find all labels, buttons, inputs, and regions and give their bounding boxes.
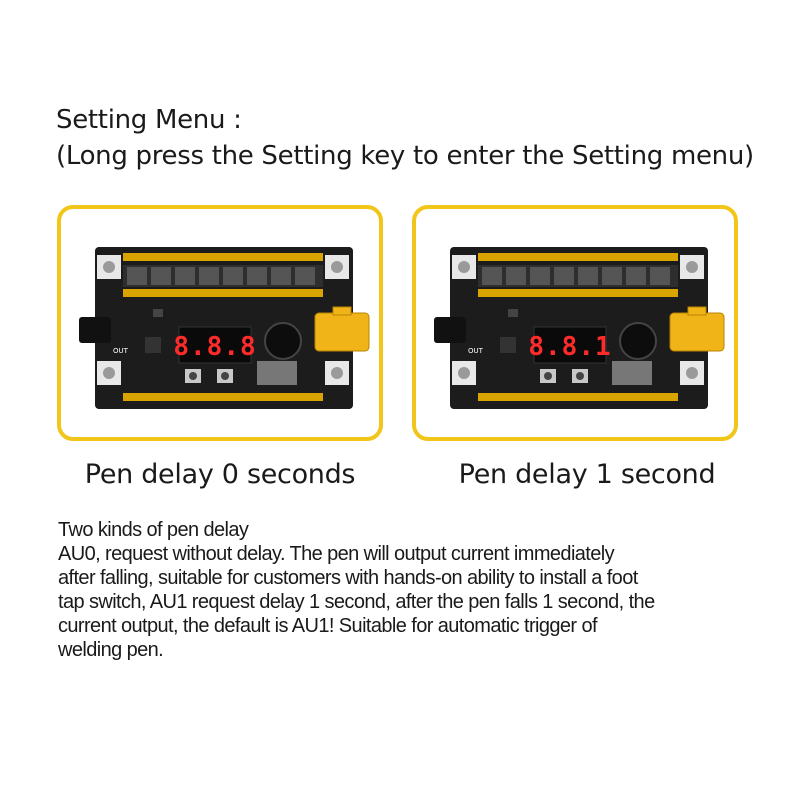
mount-hole xyxy=(103,367,115,379)
gold-strip-mid xyxy=(478,289,678,297)
led-digits: 8.8.8 xyxy=(173,332,256,362)
out-label: OUT xyxy=(113,347,129,355)
heading-subtitle: (Long press the Setting key to enter the… xyxy=(56,141,754,171)
chip xyxy=(145,337,161,353)
description-line: Two kinds of pen delay xyxy=(58,519,249,541)
mount-hole xyxy=(458,261,470,273)
description-line: current output, the default is AU1! Suit… xyxy=(58,615,598,637)
pcb-board-image: OUT 8.8.1 xyxy=(434,247,725,409)
inductor xyxy=(612,361,652,385)
gold-strip-mid xyxy=(123,289,323,297)
heading-title: Setting Menu : xyxy=(56,105,242,135)
description-line: tap switch, AU1 request delay 1 second, … xyxy=(58,591,655,613)
inductor xyxy=(257,361,297,385)
mount-hole xyxy=(331,261,343,273)
mount-hole xyxy=(686,261,698,273)
description-line: AU0, request without delay. The pen will… xyxy=(58,543,615,565)
gold-strip-bottom xyxy=(478,393,678,401)
gold-strip-top xyxy=(123,253,323,261)
mount-hole xyxy=(458,367,470,379)
led-digits: 8.8.1 xyxy=(528,332,611,362)
out-label: OUT xyxy=(468,347,484,355)
panel-delay-0: OUT 8.8.8 xyxy=(57,205,383,441)
led-display xyxy=(178,326,252,364)
gold-strip-bottom xyxy=(123,393,323,401)
xt60-connector xyxy=(314,312,370,352)
mount-hole xyxy=(686,367,698,379)
mount-hole xyxy=(331,367,343,379)
caption-delay-0: Pen delay 0 seconds xyxy=(84,459,356,490)
heading: Setting Menu : (Long press the Setting k… xyxy=(56,102,754,174)
caption-delay-1: Pen delay 1 second xyxy=(458,459,716,490)
led-display xyxy=(533,326,607,364)
pcb-board-image: OUT 8.8.8 xyxy=(79,247,370,409)
chip xyxy=(500,337,516,353)
description-line: after falling, suitable for customers wi… xyxy=(58,567,638,589)
dc-jack xyxy=(79,317,111,343)
gold-strip-top xyxy=(478,253,678,261)
panel-delay-1: OUT 8.8.1 xyxy=(412,205,738,441)
dc-jack xyxy=(434,317,466,343)
xt60-connector xyxy=(669,312,725,352)
buzzer xyxy=(619,322,657,360)
buzzer xyxy=(264,322,302,360)
description-line: welding pen. xyxy=(58,639,164,661)
description: Two kinds of pen delay AU0, request with… xyxy=(58,518,758,662)
mount-hole xyxy=(103,261,115,273)
